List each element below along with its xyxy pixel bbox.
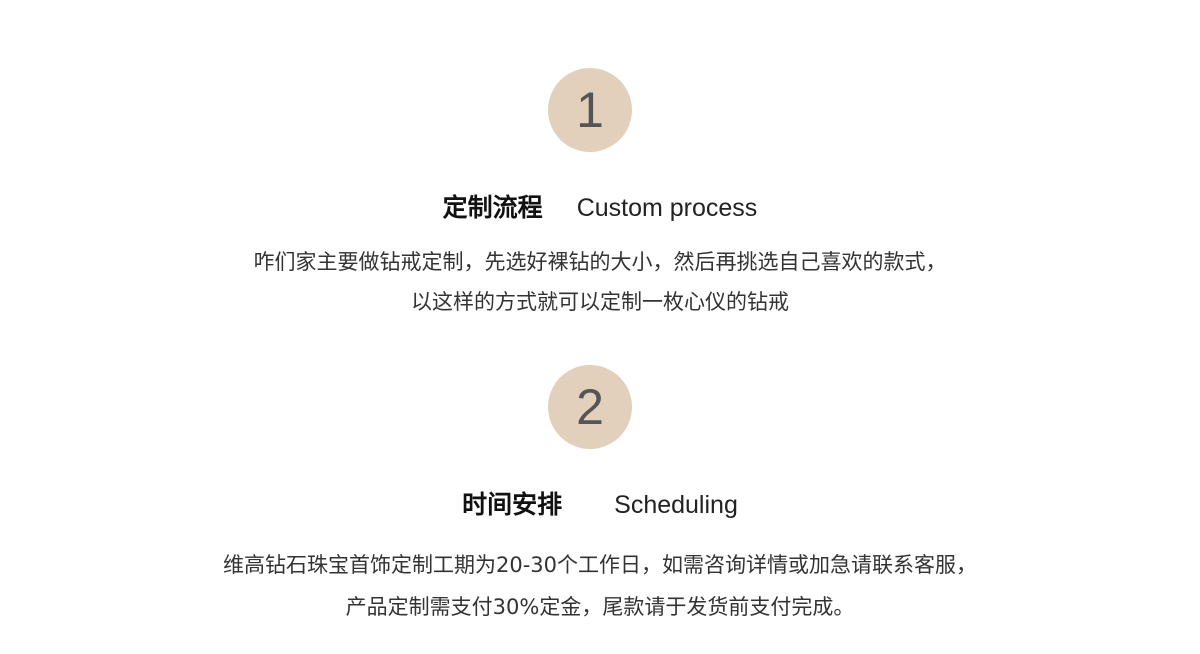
section-1-title-en: Custom process [576, 194, 758, 222]
section-2-line-1: 维高钻石珠宝首饰定制工期为20-30个工作日，如需咨询详情或加急请联系客服， [222, 553, 978, 577]
step-1-badge: 1 [548, 68, 632, 152]
section-1-title-cn: 定制流程 [442, 193, 543, 222]
section-2-title: 时间安排 Scheduling [0, 485, 1200, 521]
section-1-line-1: 咋们家主要做钻戒定制，先选好裸钻的大小，然后再挑选自己喜欢的款式， [253, 250, 947, 274]
step-2-badge: 2 [548, 365, 632, 449]
section-1-line-2: 以这样的方式就可以定制一枚心仪的钻戒 [411, 290, 789, 314]
section-2-title-en: Scheduling [614, 491, 738, 519]
section-2-title-cn: 时间安排 [462, 490, 563, 519]
section-1-title: 定制流程 Custom process [0, 188, 1200, 224]
section-2-line-2: 产品定制需支付30%定金，尾款请于发货前支付完成。 [345, 595, 855, 619]
